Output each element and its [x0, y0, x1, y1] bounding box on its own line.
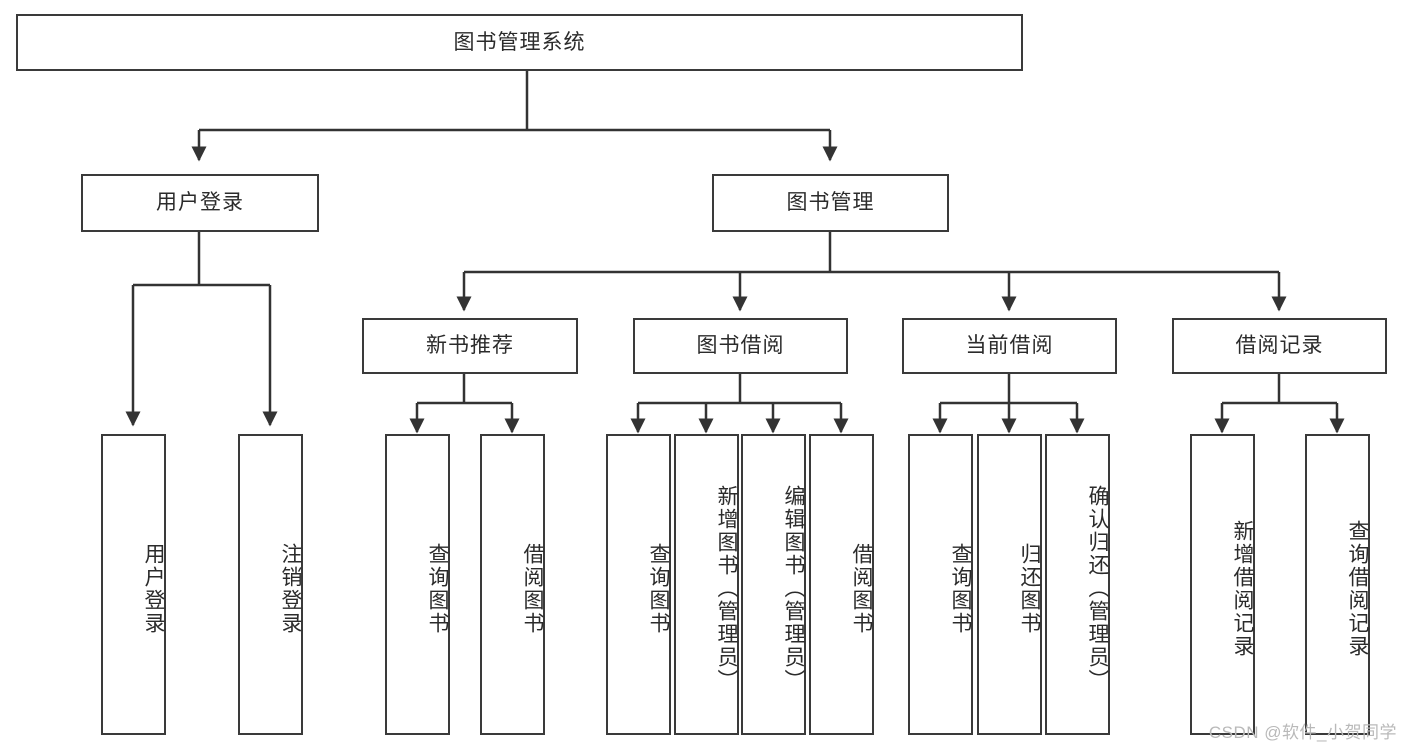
node-new-book-recommend[interactable]: 新书推荐 — [362, 318, 578, 374]
node-label: 借阅图书 — [521, 542, 544, 635]
leaf-new-book-borrow[interactable]: 借阅图书 — [480, 434, 545, 735]
node-label: 新增图书（管理员） — [715, 485, 738, 692]
node-book-management[interactable]: 图书管理 — [712, 174, 949, 232]
node-label: 查询图书 — [647, 542, 670, 635]
node-label: 编辑图书（管理员） — [782, 485, 805, 692]
node-label: 查询图书 — [426, 542, 449, 635]
node-label: 图书借阅 — [696, 334, 785, 358]
node-label: 借阅记录 — [1235, 334, 1324, 358]
node-label: 图书管理 — [786, 191, 875, 215]
node-label: 图书管理系统 — [453, 30, 586, 54]
node-root-book-management-system[interactable]: 图书管理系统 — [16, 14, 1023, 71]
leaf-borrow-record-add[interactable]: 新增借阅记录 — [1190, 434, 1255, 735]
node-label: 用户登录 — [156, 191, 244, 215]
node-current-borrow[interactable]: 当前借阅 — [902, 318, 1117, 374]
node-borrow-record[interactable]: 借阅记录 — [1172, 318, 1387, 374]
leaf-current-borrow-query[interactable]: 查询图书 — [908, 434, 973, 735]
node-label: 当前借阅 — [965, 334, 1054, 358]
leaf-user-login-logout[interactable]: 注销登录 — [238, 434, 303, 735]
leaf-book-borrow-edit[interactable]: 编辑图书（管理员） — [741, 434, 806, 735]
leaf-book-borrow-query[interactable]: 查询图书 — [606, 434, 671, 735]
node-label: 查询图书 — [949, 542, 972, 635]
node-book-borrow[interactable]: 图书借阅 — [633, 318, 848, 374]
leaf-book-borrow-add[interactable]: 新增图书（管理员） — [674, 434, 739, 735]
leaf-new-book-query[interactable]: 查询图书 — [385, 434, 450, 735]
leaf-current-borrow-return[interactable]: 归还图书 — [977, 434, 1042, 735]
node-label: 新增借阅记录 — [1231, 519, 1254, 658]
node-label: 注销登录 — [279, 542, 302, 635]
node-label: 查询借阅记录 — [1346, 519, 1369, 658]
leaf-current-borrow-confirm-return[interactable]: 确认归还（管理员） — [1045, 434, 1110, 735]
node-label: 借阅图书 — [850, 542, 873, 635]
node-label: 归还图书 — [1018, 542, 1041, 635]
node-label: 用户登录 — [142, 542, 165, 635]
leaf-borrow-record-query[interactable]: 查询借阅记录 — [1305, 434, 1370, 735]
leaf-user-login-login[interactable]: 用户登录 — [101, 434, 166, 735]
node-label: 新书推荐 — [426, 334, 514, 358]
node-label: 确认归还（管理员） — [1086, 485, 1109, 692]
leaf-book-borrow-borrow[interactable]: 借阅图书 — [809, 434, 874, 735]
watermark-text: CSDN @软件_小贺同学 — [1208, 723, 1397, 742]
node-user-login[interactable]: 用户登录 — [81, 174, 319, 232]
